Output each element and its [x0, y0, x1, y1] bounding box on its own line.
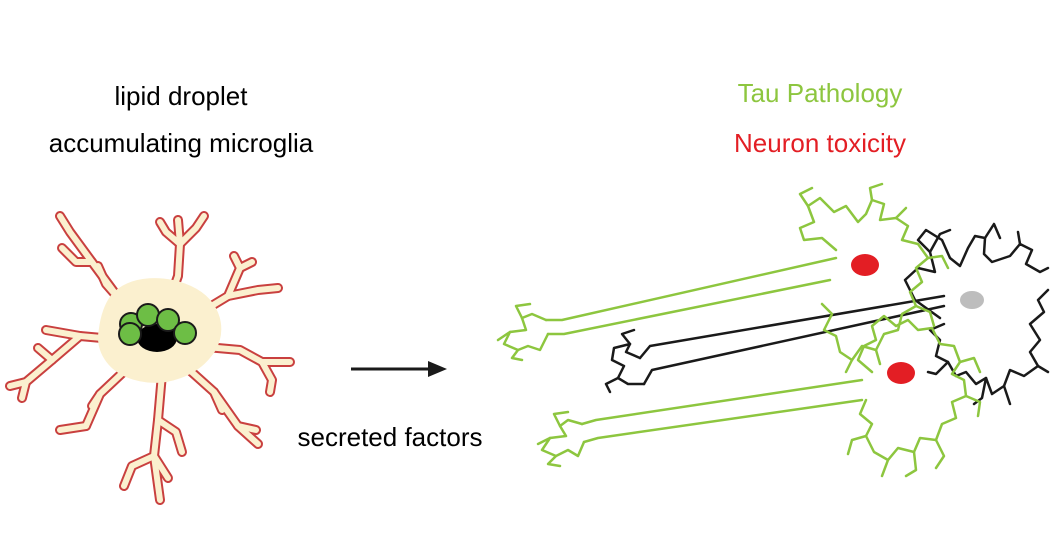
- tau-pathology-label: Tau Pathology: [737, 78, 903, 108]
- toxic-nucleus: [851, 254, 879, 276]
- neuron-toxicity-label: Neuron toxicity: [734, 128, 906, 158]
- microglia-label-line2: accumulating microglia: [48, 128, 314, 158]
- microglia-process-inner: [235, 423, 259, 433]
- lipid-droplet: [118, 322, 142, 346]
- microglia-process-inner: [259, 359, 275, 395]
- tau-neuron-lower: [536, 314, 982, 478]
- microglia-process-inner: [57, 423, 89, 433]
- microglia-process-inner: [225, 285, 281, 299]
- microglia-process-inner: [211, 389, 225, 413]
- microglia-label-line1: lipid droplet: [114, 81, 248, 111]
- microglia-process-inner: [177, 213, 207, 247]
- microglia-process-inner: [59, 245, 95, 265]
- arrow-head: [428, 361, 447, 377]
- lipid-droplet: [156, 308, 180, 332]
- lipid-droplet-cluster: [118, 303, 197, 352]
- microglia-process-inner: [35, 345, 55, 363]
- secreted-factors-label: secreted factors: [297, 422, 483, 452]
- microglia-process-inner: [151, 453, 171, 481]
- secretion-arrow: [351, 361, 447, 377]
- microglia-cell: [5, 211, 295, 505]
- lipid-droplet: [136, 303, 160, 327]
- toxic-nucleus: [887, 362, 915, 384]
- microglia-process-inner: [157, 219, 183, 247]
- lipid-droplet: [173, 321, 197, 345]
- tau-neuron-upper: [496, 182, 950, 374]
- microglia-process-inner: [182, 363, 261, 447]
- microglia-process-fill: [7, 213, 293, 503]
- healthy-nucleus: [960, 291, 984, 309]
- microglia-process-inner: [7, 333, 83, 389]
- microglia-process-inner: [155, 417, 185, 455]
- microglia-process-inner: [192, 343, 293, 365]
- microglia-process-inner: [231, 253, 243, 271]
- microglia-process-inner: [121, 453, 157, 489]
- microglia-process-inner: [19, 379, 29, 401]
- microglia-process-inner: [89, 391, 103, 409]
- microglia-process-inner: [151, 371, 165, 503]
- healthy-neuron: [604, 222, 1050, 406]
